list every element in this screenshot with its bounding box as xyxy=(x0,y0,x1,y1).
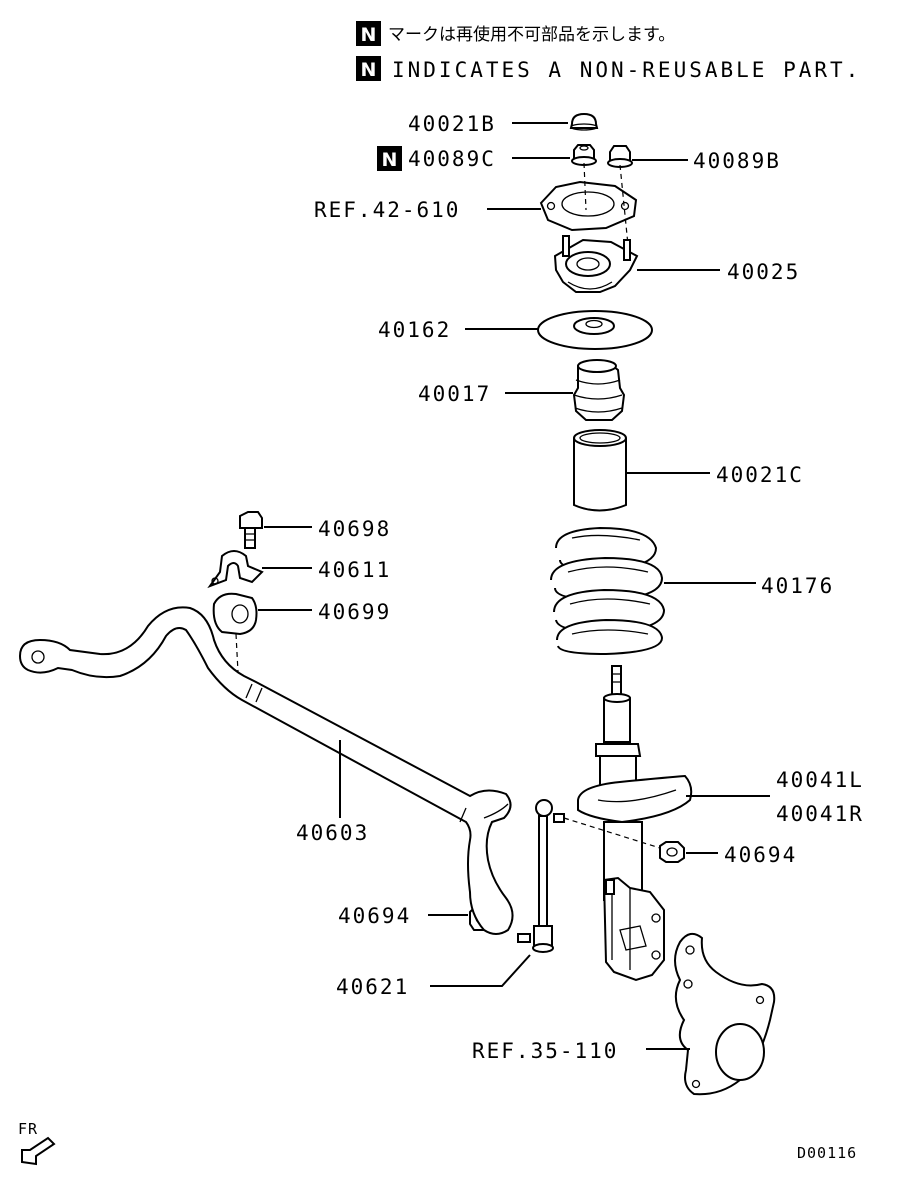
label-40694-upper: 40694 xyxy=(724,843,797,867)
bump-stopper-40017 xyxy=(572,359,626,421)
label-40162: 40162 xyxy=(378,318,451,342)
guide-line xyxy=(235,633,239,673)
strut-assembly-40041 xyxy=(577,665,693,982)
guide-line xyxy=(563,817,661,849)
label-40041R: 40041R xyxy=(776,802,864,826)
label-40017: 40017 xyxy=(418,382,491,406)
label-40699: 40699 xyxy=(318,600,391,624)
label-40021B: 40021B xyxy=(408,112,496,136)
label-ref-35-110: REF.35-110 xyxy=(472,1039,618,1063)
label-40021C: 40021C xyxy=(716,463,804,487)
non-reusable-mark-letter: N xyxy=(361,24,377,46)
label-40621: 40621 xyxy=(336,975,409,999)
bracket-40611 xyxy=(207,550,264,589)
non-reusable-mark-letter: N xyxy=(382,149,398,171)
nut-40089C xyxy=(571,144,597,166)
label-40603: 40603 xyxy=(296,821,369,845)
non-reusable-mark-icon xyxy=(356,56,381,81)
label-40698: 40698 xyxy=(318,517,391,541)
legend-japanese-text: マークは再使用不可部品を示します。 xyxy=(388,24,675,45)
legend: N マークは再使用不可部品を示します。 N INDICATES A NON-RE… xyxy=(356,21,861,82)
spring-seat-40162 xyxy=(537,310,653,350)
label-40041L: 40041L xyxy=(776,768,864,792)
front-direction-marker: FR xyxy=(18,1120,56,1166)
coil-spring-40176 xyxy=(550,526,666,656)
guide-line xyxy=(583,162,587,211)
nut-40089B xyxy=(607,145,633,168)
leader-line xyxy=(430,954,531,987)
label-ref-42-610: REF.42-610 xyxy=(314,198,460,222)
upper-mount-plate xyxy=(539,180,638,232)
non-reusable-mark-letter: N xyxy=(361,59,377,81)
label-40611: 40611 xyxy=(318,558,391,582)
non-reusable-mark-icon xyxy=(356,21,381,46)
nut-40694-upper xyxy=(659,841,685,863)
front-arrow-icon xyxy=(21,1136,56,1166)
strut-mount-40025 xyxy=(553,235,639,293)
guide-line xyxy=(619,164,629,246)
cap-40021B xyxy=(569,112,599,131)
stabilizer-bar-40603 xyxy=(18,606,514,935)
label-40089B: 40089B xyxy=(693,149,781,173)
bushing-40699 xyxy=(212,592,258,636)
label-40176: 40176 xyxy=(761,574,834,598)
non-reusable-mark-icon xyxy=(377,146,402,171)
label-40694-lower: 40694 xyxy=(338,904,411,928)
legend-english-text: INDICATES A NON-REUSABLE PART. xyxy=(392,58,861,82)
diagram-code: D00116 xyxy=(797,1144,857,1162)
bolt-40698 xyxy=(239,511,263,549)
label-40025: 40025 xyxy=(727,260,800,284)
steering-knuckle xyxy=(674,932,776,1096)
direction-label: FR xyxy=(18,1120,38,1138)
stabilizer-link-40621 xyxy=(517,799,565,953)
dust-cover-40021C xyxy=(573,429,627,512)
label-40089C: 40089C xyxy=(408,147,496,171)
